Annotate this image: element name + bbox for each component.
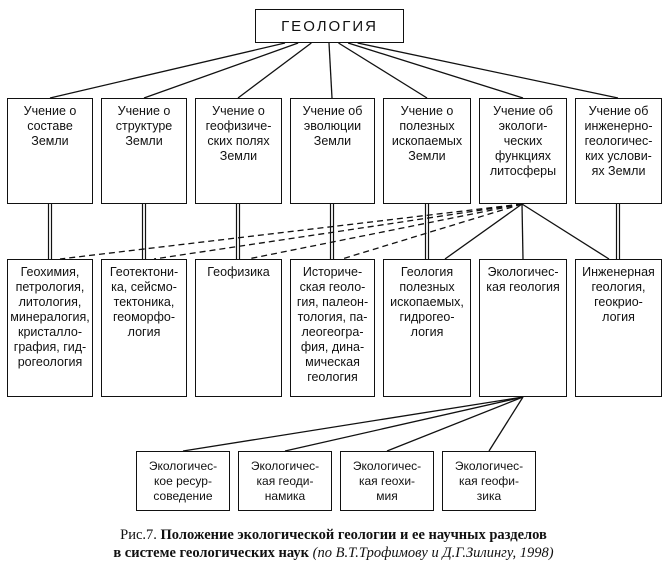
caption-title-2: в системе геологических наук — [113, 545, 310, 561]
level1-label: Учение об инженерно- геологичес- ких усл… — [584, 104, 653, 178]
root-connector-line — [143, 42, 299, 99]
level1-box: Учение об эволюции Земли — [290, 98, 375, 204]
level2-label: Геохимия, петрология, литология, минерал… — [10, 265, 90, 369]
level2-box: Историче- ская геоло- гия, палеон- толог… — [290, 259, 375, 397]
figure-caption: Рис.7. Положение экологической геологии … — [0, 526, 667, 562]
level1-label: Учение о полезных ископаемых Земли — [391, 104, 463, 163]
dashed-relation-line — [153, 203, 523, 260]
level3-box: Экологичес- кая геоди- намика — [238, 451, 332, 511]
level1-box: Учение об инженерно- геологичес- ких усл… — [575, 98, 662, 204]
level1-box: Учение о структуре Земли — [101, 98, 187, 204]
level3-label: Экологичес- кая геоди- намика — [250, 458, 320, 503]
level1-label: Учение об эволюции Земли — [302, 104, 363, 148]
level2-label: Инженерная геология, геокрио- логия — [582, 265, 655, 324]
level1-label: Учение о геофизиче- ских полях Земли — [205, 104, 272, 163]
level1-label: Учение о структуре Земли — [115, 104, 173, 148]
dashed-relation-line — [247, 203, 523, 260]
eco-branch-line — [284, 396, 524, 452]
root-label: ГЕОЛОГИЯ — [281, 17, 378, 35]
level2-box: Инженерная геология, геокрио- логия — [575, 259, 662, 397]
level3-box: Экологичес- кая геохи- мия — [340, 451, 434, 511]
eco-connector-line — [521, 203, 524, 260]
level2-label: Геология полезных ископаемых, гидрогео- … — [390, 265, 464, 339]
level2-box-ecological-geology: Экологичес- кая геология — [479, 259, 567, 397]
level1-label: Учение о составе Земли — [23, 104, 77, 148]
level3-box: Экологичес- кое ресур- соведение — [136, 451, 230, 511]
level3-label: Экологичес- кое ресур- соведение — [148, 458, 218, 503]
level2-box: Геохимия, петрология, литология, минерал… — [7, 259, 93, 397]
level1-box: Учение о полезных ископаемых Земли — [383, 98, 471, 204]
eco-connector-line — [521, 203, 610, 260]
dashed-relation-line — [341, 203, 523, 260]
caption-line-1: Рис.7. Положение экологической геологии … — [0, 526, 667, 544]
root-connector-line — [49, 42, 286, 99]
level1-box: Учение об экологи- ческих функциях литос… — [479, 98, 567, 204]
eco-branch-line — [386, 396, 524, 452]
root-connector-line — [328, 42, 333, 99]
caption-source: (по В.Т.Трофимову и Д.Г.Зилингу, 1998) — [312, 545, 554, 561]
level1-box: Учение о геофизиче- ских полях Земли — [195, 98, 282, 204]
caption-fig-number: Рис.7. — [120, 527, 157, 543]
eco-branch-line — [182, 396, 524, 452]
dashed-relation-line — [59, 203, 523, 260]
level2-label: Геофизика — [207, 265, 270, 279]
eco-branch-line — [488, 396, 524, 452]
level2-label: Историче- ская геоло- гия, палеон- толог… — [296, 265, 369, 384]
level1-label: Учение об экологи- ческих функциях литос… — [489, 104, 557, 178]
root-connector-line — [237, 42, 312, 99]
level2-box: Геология полезных ископаемых, гидрогео- … — [383, 259, 471, 397]
level3-box: Экологичес- кая геофи- зика — [442, 451, 536, 511]
level2-label: Геотектони- ка, сейсмо- тектоника, геомо… — [109, 265, 179, 339]
diagram-connectors — [47, 42, 621, 452]
level3-label: Экологичес- кая геохи- мия — [352, 458, 422, 503]
level2-box: Геофизика — [195, 259, 282, 397]
root-connector-line — [338, 42, 428, 99]
root-connector-line — [357, 42, 619, 99]
root-box-geology: ГЕОЛОГИЯ — [255, 9, 404, 43]
eco-connector-line — [444, 203, 523, 260]
root-connector-line — [347, 42, 524, 99]
level1-box: Учение о составе Земли — [7, 98, 93, 204]
caption-line-2: в системе геологических наук (по В.Т.Тро… — [0, 544, 667, 562]
caption-title-1: Положение экологической геологии и ее на… — [160, 527, 547, 543]
level3-label: Экологичес- кая геофи- зика — [454, 458, 524, 503]
level2-box: Геотектони- ка, сейсмо- тектоника, геомо… — [101, 259, 187, 397]
level2-label: Экологичес- кая геология — [486, 265, 560, 294]
